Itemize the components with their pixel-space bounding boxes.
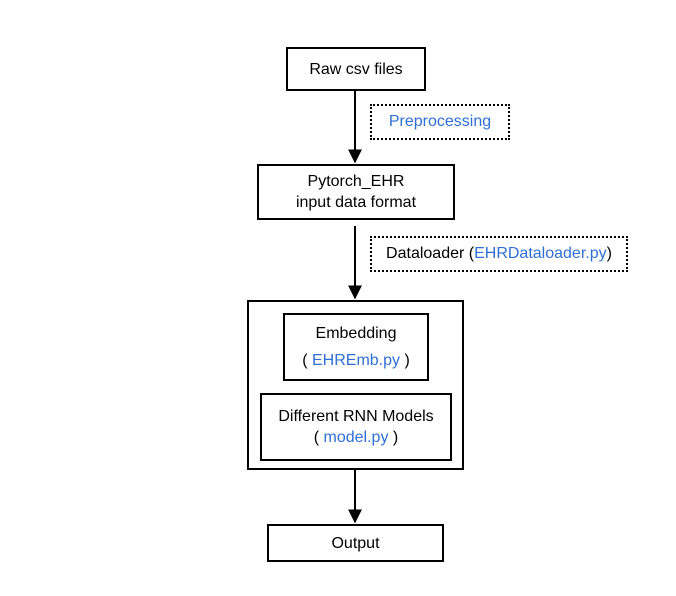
rnn-models-title: Different RNN Models bbox=[278, 408, 434, 425]
output-label: Output bbox=[331, 534, 380, 552]
rnn-open: ( bbox=[313, 429, 324, 446]
preprocessing-link[interactable]: Preprocessing bbox=[388, 113, 492, 130]
embedding-file-link[interactable]: EHREmb.py bbox=[311, 352, 401, 369]
pytorch-ehr-line2: input data format bbox=[295, 194, 417, 211]
pytorch-ehr-node: Pytorch_EHR input data format bbox=[257, 164, 455, 220]
raw-csv-files-label: Raw csv files bbox=[309, 60, 403, 78]
raw-csv-files-node: Raw csv files bbox=[286, 47, 426, 91]
embedding-close: ) bbox=[400, 352, 410, 369]
model-file-link[interactable]: model.py bbox=[323, 429, 389, 446]
output-node: Output bbox=[267, 524, 444, 562]
dataloader-label-box: Dataloader ( EHRDataloader.py ) bbox=[370, 236, 628, 272]
embedding-open: ( bbox=[302, 352, 312, 369]
dataloader-prefix: Dataloader ( bbox=[386, 245, 475, 262]
preprocessing-label-box: Preprocessing bbox=[370, 104, 510, 140]
embedding-title: Embedding bbox=[315, 325, 397, 342]
embedding-node: Embedding ( EHREmb.py ) bbox=[283, 313, 429, 381]
dataloader-file-link[interactable]: EHRDataloader.py bbox=[474, 245, 607, 262]
rnn-models-node: Different RNN Models ( model.py ) bbox=[260, 393, 452, 461]
pytorch-ehr-line1: Pytorch_EHR bbox=[307, 173, 405, 190]
rnn-close: ) bbox=[388, 429, 399, 446]
dataloader-suffix: ) bbox=[606, 245, 612, 262]
